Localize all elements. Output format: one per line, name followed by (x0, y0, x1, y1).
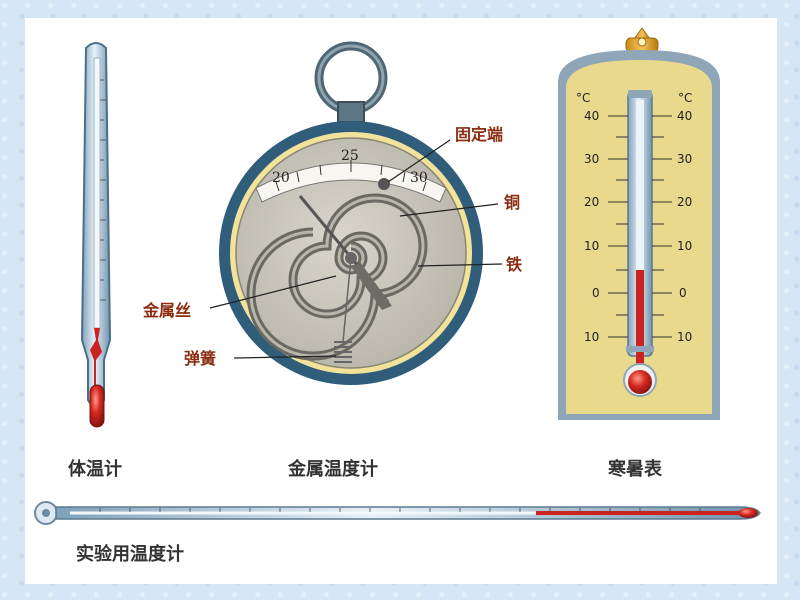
label-iron: 铁 (506, 255, 522, 274)
fixed-end-pin (378, 178, 390, 190)
clinical-capillary (93, 57, 101, 329)
wall-tick-left-40: 40 (584, 109, 599, 123)
bimetal-spiral (246, 193, 428, 361)
clinical-bulb (89, 384, 105, 428)
lab-thermometer (34, 501, 761, 525)
caption-bimetal: 金属温度计 (287, 458, 378, 480)
wall-tick-right-0: 0 (679, 286, 687, 300)
dial-number-20: 20 (272, 170, 290, 186)
wall-unit-left: °C (576, 91, 590, 105)
clinical-mercury (90, 328, 102, 400)
wall-tick-left-minus10: 10 (584, 330, 599, 344)
wall-ticks (608, 115, 672, 338)
caption-clinical: 体温计 (68, 458, 122, 480)
wall-tick-right-30: 30 (677, 152, 692, 166)
caption-wall: 寒暑表 (607, 458, 663, 480)
wall-unit-right: °C (678, 91, 692, 105)
dial-number-25: 25 (341, 148, 359, 164)
wall-tick-left-30: 30 (584, 152, 599, 166)
lab-bulb (738, 508, 758, 518)
wall-mercury (636, 270, 644, 374)
wall-tick-left-0: 0 (592, 286, 600, 300)
bimetal-thermometer: 20 25 30 (209, 41, 503, 385)
ring-neck (337, 101, 365, 123)
wall-tick-left-20: 20 (584, 195, 599, 209)
label-spring: 弹簧 (184, 349, 216, 368)
wall-thermometer: °C °C 40 40 30 30 20 20 10 10 0 0 10 10 (558, 27, 720, 420)
caption-lab: 实验用温度计 (76, 543, 184, 565)
wall-tick-right-10: 10 (677, 239, 692, 253)
wall-tick-left-10: 10 (584, 239, 599, 253)
wall-tick-right-20: 20 (677, 195, 692, 209)
label-fixed-end: 固定端 (455, 125, 503, 144)
lab-ticks (99, 508, 701, 512)
wall-tick-right-minus10: 10 (677, 330, 692, 344)
spring-coil (334, 341, 352, 363)
label-wire: 金属丝 (142, 301, 191, 320)
dial-scale-band (255, 162, 447, 203)
wall-bulb (628, 370, 652, 394)
wall-tick-right-40: 40 (677, 109, 692, 123)
clinical-thermometer (80, 42, 112, 428)
label-copper: 铜 (504, 193, 520, 212)
dial-number-30: 30 (410, 170, 428, 186)
